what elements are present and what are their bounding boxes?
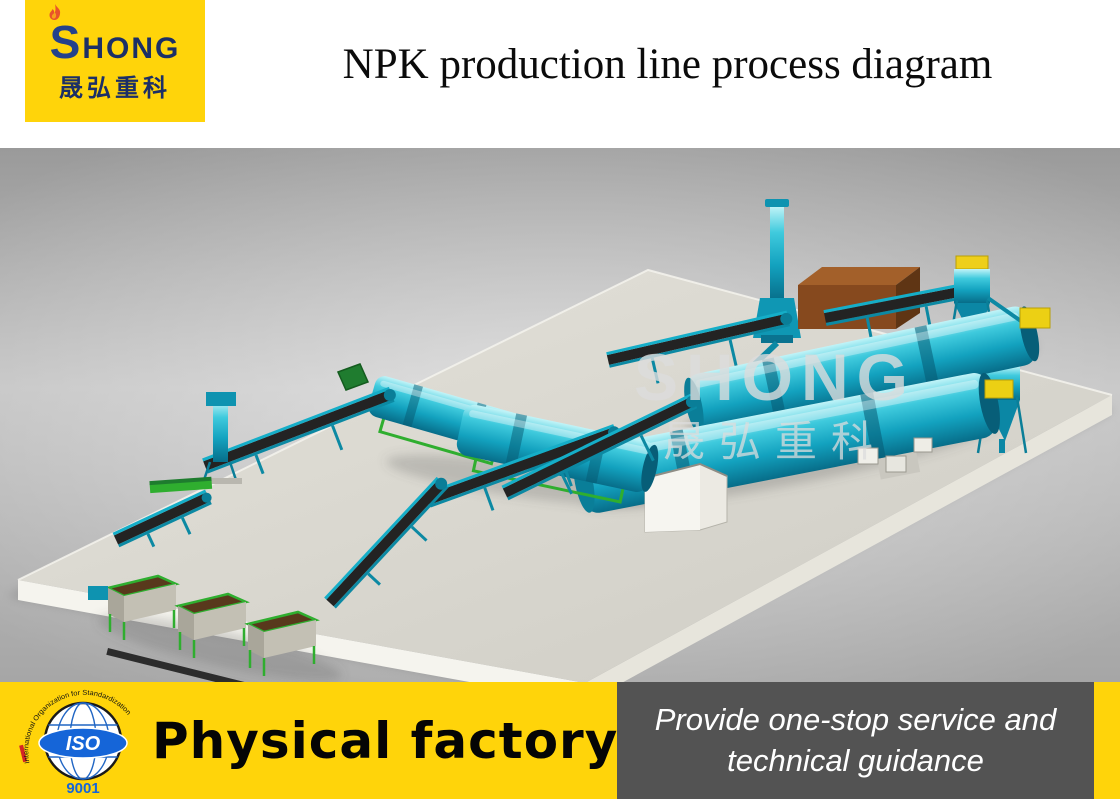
feeder-unit bbox=[88, 586, 108, 600]
drive-unit bbox=[1019, 307, 1051, 329]
iso-label: ISO bbox=[66, 733, 101, 755]
scene-wrap: SHONG 晟弘重科 bbox=[0, 148, 1120, 713]
conveyor-belt bbox=[823, 281, 975, 340]
service-text-line2: technical guidance bbox=[727, 742, 984, 778]
conveyor-belt bbox=[324, 476, 449, 609]
discharge-conveyor bbox=[149, 476, 213, 494]
conveyor-belt bbox=[112, 489, 212, 548]
footer: ISO International Organization for Stand… bbox=[0, 682, 1120, 799]
watermark-text-cn: 晟弘重科 bbox=[663, 418, 887, 465]
control-cabinets bbox=[857, 437, 933, 473]
conveyor-belt bbox=[606, 310, 793, 384]
company-logo: SHONG 晟弘重科 bbox=[25, 0, 205, 122]
iso-band bbox=[38, 727, 128, 759]
conveyor-belt bbox=[202, 386, 396, 475]
iso-9001-badge: ISO International Organization for Stand… bbox=[8, 685, 158, 799]
service-panel: Provide one-stop service and technical g… bbox=[617, 682, 1094, 799]
brand-wrap: SHONG bbox=[49, 4, 181, 68]
iso-code: 9001 bbox=[66, 780, 99, 797]
watermark-text-en: SHONG bbox=[634, 340, 916, 414]
feed-hopper bbox=[336, 363, 370, 391]
red-ribbon bbox=[19, 744, 28, 763]
service-text-line1: Provide one-stop service and bbox=[654, 702, 1057, 738]
factory-label: Physical factory bbox=[152, 711, 619, 770]
page-title: NPK production line process diagram bbox=[342, 41, 993, 88]
process-diagram-render: SHONG 晟弘重科 bbox=[0, 148, 1120, 713]
brand-name: SHONG bbox=[49, 16, 181, 68]
bucket-elevator bbox=[200, 392, 242, 484]
brand-name-chinese: 晟弘重科 bbox=[59, 75, 171, 102]
watermark: SHONG 晟弘重科 bbox=[634, 340, 916, 465]
flame-icon bbox=[47, 4, 63, 27]
drive-unit bbox=[984, 379, 1014, 399]
header: SHONG 晟弘重科 NPK production line process d… bbox=[0, 0, 1120, 148]
conveyor-belt bbox=[501, 393, 698, 501]
workshop-structure bbox=[644, 462, 728, 533]
